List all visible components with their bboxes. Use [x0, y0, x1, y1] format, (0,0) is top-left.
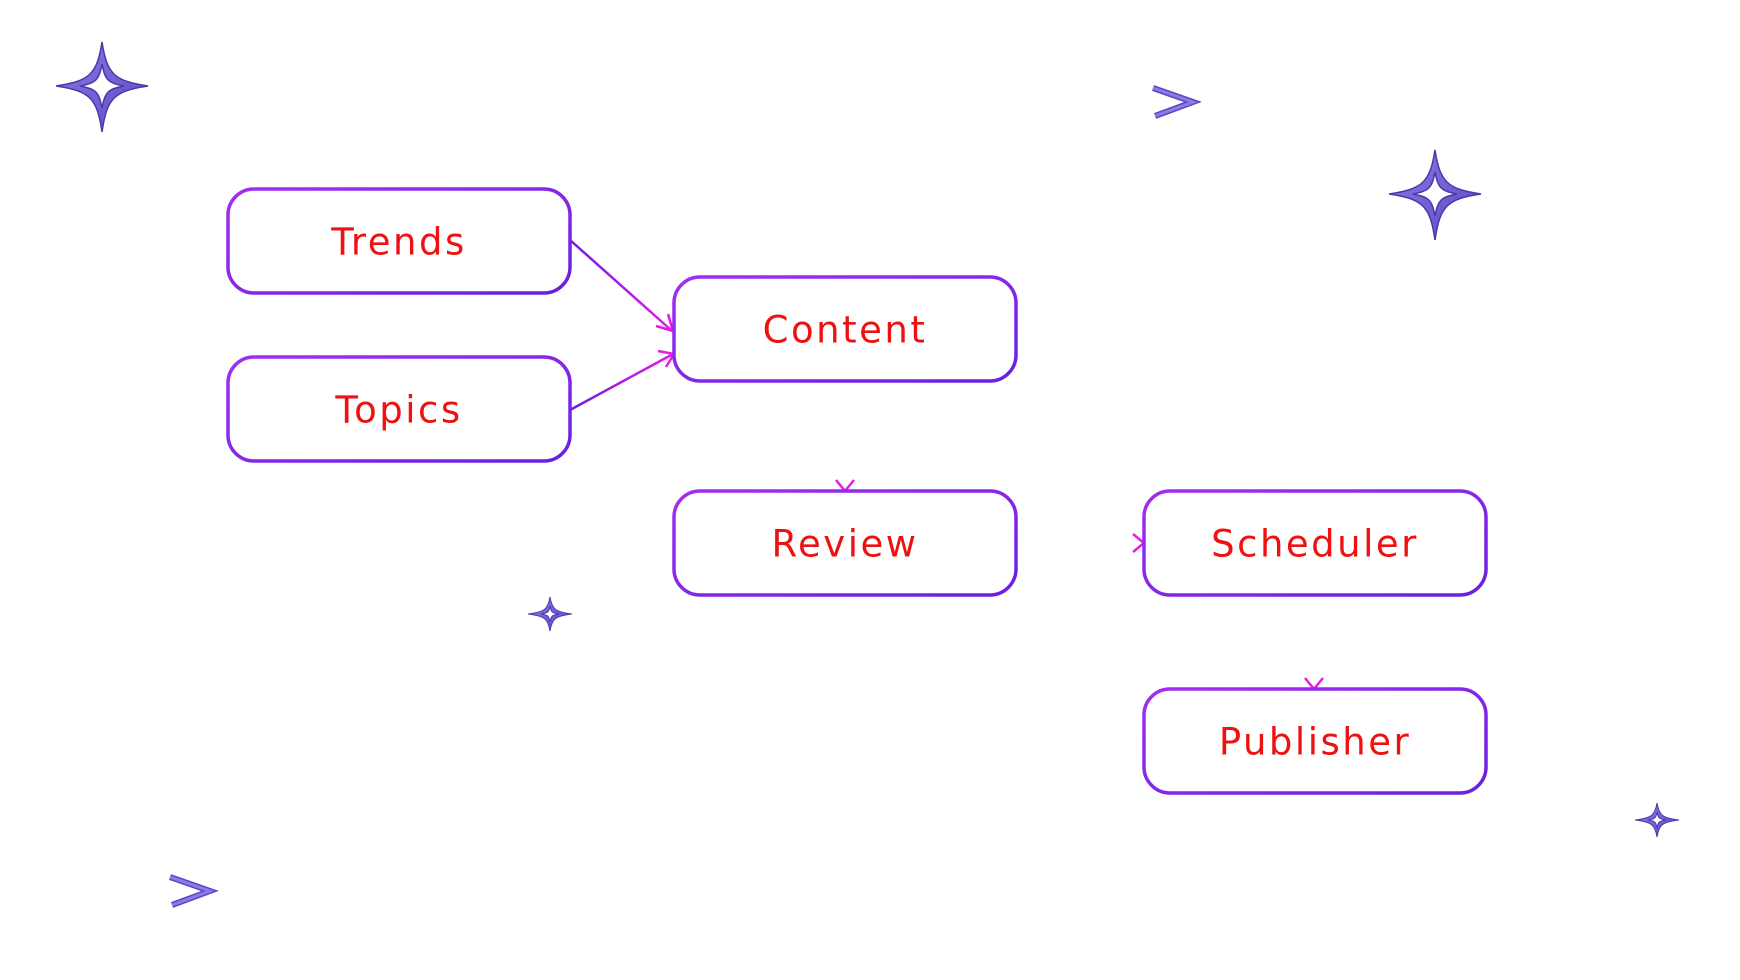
chevron-right-icon — [169, 874, 219, 908]
node-review-label: Review — [771, 523, 918, 566]
sparkle-icon — [1388, 149, 1482, 241]
edge-scheduler-publisher — [1304, 597, 1324, 691]
edge-review-scheduler — [1017, 533, 1146, 553]
node-content[interactable]: Content — [672, 275, 1018, 383]
node-topics[interactable]: Topics — [226, 355, 572, 463]
sparkle-icon — [55, 41, 149, 133]
edge-topics-content — [569, 349, 676, 412]
node-review[interactable]: Review — [672, 489, 1018, 597]
nodes: Trends Topics Content Review Scheduler P… — [226, 187, 1488, 795]
node-scheduler[interactable]: Scheduler — [1142, 489, 1488, 597]
node-content-label: Content — [763, 309, 928, 352]
node-trends[interactable]: Trends — [226, 187, 572, 295]
node-scheduler-label: Scheduler — [1211, 523, 1419, 566]
decorations — [55, 41, 1680, 908]
node-publisher-label: Publisher — [1219, 721, 1411, 764]
chevron-right-icon — [1152, 85, 1202, 119]
edge-content-review — [835, 383, 855, 493]
edge-trends-content — [569, 239, 675, 333]
node-trends-label: Trends — [330, 221, 467, 264]
sparkle-icon — [1634, 802, 1680, 838]
sparkle-icon — [527, 596, 573, 632]
node-publisher[interactable]: Publisher — [1142, 687, 1488, 795]
node-topics-label: Topics — [334, 389, 462, 432]
